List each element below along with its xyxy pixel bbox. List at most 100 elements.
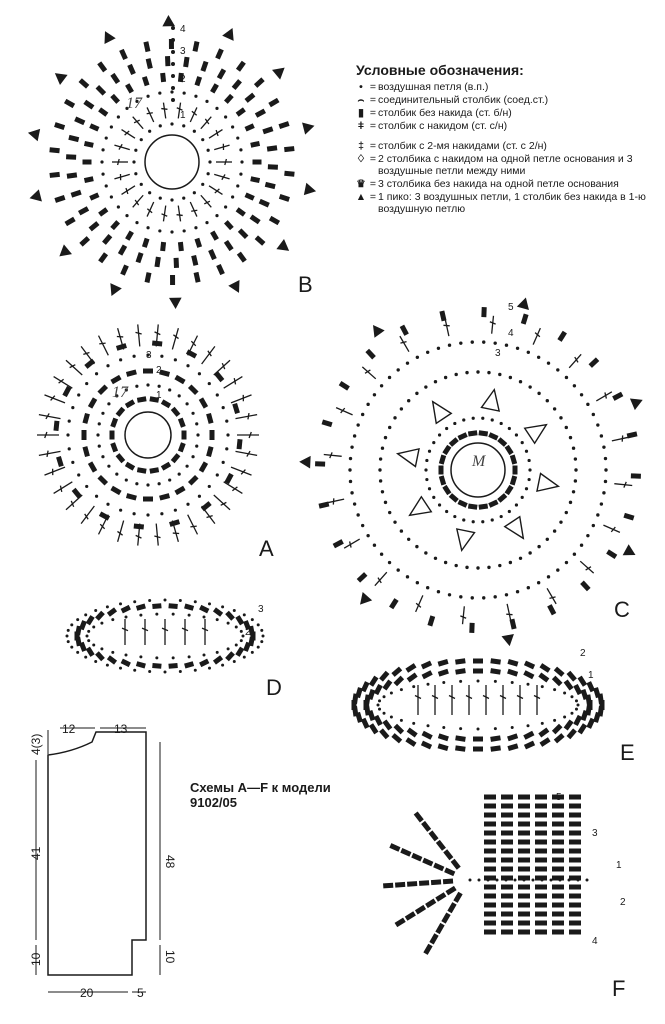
single-crochet-stitch [268,164,278,169]
chain-stitch [494,727,497,730]
chain-stitch [514,879,517,882]
chain-stitch [86,635,89,638]
dc-group-icon: ♢ [354,153,368,165]
picot-stitch [630,394,645,410]
picot-stitch [368,321,385,337]
chain-stitch [478,879,481,882]
chain-stitch [383,695,386,698]
chain-stitch [454,564,457,567]
chain-stitch [182,197,185,200]
double-crochet-stitch [38,448,61,458]
chain-stitch [119,667,122,670]
chain-stitch [85,485,88,488]
single-crochet-stitch [236,207,246,216]
chain-stitch [98,422,101,425]
double-crochet-stitch [144,106,156,123]
single-crochet-stitch [250,214,261,224]
single-crochet-stitch [569,930,581,935]
chain-stitch [472,520,475,523]
single-crochet-stitch [501,930,513,935]
single-crochet-stitch [369,723,379,734]
single-crochet-stitch [186,349,197,358]
single-crochet-stitch [414,811,424,822]
chain-stitch [565,511,568,514]
single-crochet-stitch [443,849,453,860]
single-crochet-stitch [505,485,514,495]
single-crochet-stitch [589,357,600,367]
chain-stitch [390,692,393,695]
single-crochet-stitch [319,501,330,508]
single-crochet-stitch [435,923,444,934]
chain-stitch [119,358,122,361]
chain-stitch [233,609,236,612]
single-crochet-stitch [507,743,518,751]
chain-stitch [525,450,528,453]
single-crochet-stitch [382,680,392,691]
chain-stitch [194,600,197,603]
picot-stitch [27,127,40,142]
chain-stitch [171,74,175,78]
chain-stitch [400,529,403,532]
chain-stitch [559,520,562,523]
stitch-stem [214,495,230,510]
chain-stitch [432,496,435,499]
chain-stitch [454,373,457,376]
single-crochet-stitch [284,171,294,177]
chain-stitch [243,656,246,659]
single-crochet-stitch [507,669,518,677]
single-crochet-stitch [535,795,547,800]
single-crochet-stitch [535,885,547,890]
chain-stitch [465,566,468,569]
single-crochet-stitch [407,728,418,738]
chain-stitch [424,551,427,554]
single-crochet-stitch [569,804,581,809]
chain-stitch [117,115,120,118]
single-crochet-stitch [535,858,547,863]
chain-stitch [380,384,383,387]
single-crochet-stitch [125,462,135,471]
single-crochet-stitch [215,48,224,59]
picot-stitch [162,15,175,27]
single-crochet-stitch [552,676,563,687]
dc-group-stitch [505,517,531,544]
chain-stitch [164,599,167,602]
chain-stitch [516,347,519,350]
single-crochet-stitch [468,504,478,510]
double-crochet-stitch [449,685,455,715]
chain-stitch [541,722,544,725]
single-crochet-stitch [535,930,547,935]
single-crochet-stitch [182,431,187,440]
single-crochet-stitch [184,604,194,611]
single-crochet-stitch [149,467,159,473]
single-crochet-stitch [126,493,137,500]
chain-stitch [205,100,208,103]
double-crochet-stitch [323,452,342,460]
chain-stitch [453,422,456,425]
single-crochet-stitch [535,894,547,899]
chain-stitch [77,473,80,476]
single-crochet-stitch [315,461,325,466]
pattern-bottom-2: 5 [137,986,144,1000]
legend-text: воздушная петля (в.п.) [378,81,654,93]
single-crochet-stitch [484,912,496,917]
single-crochet-stitch [98,252,108,263]
double-crochet-stitch [79,504,97,525]
legend: Условные обозначения: •= воздушная петля… [354,62,654,216]
single-crochet-stitch [118,244,127,255]
single-crochet-stitch [389,598,399,609]
chain-stitch [528,468,531,471]
single-crochet-stitch [524,741,535,750]
single-crochet-stitch [478,430,488,436]
single-crochet-stitch [569,840,581,845]
chain-stitch [155,613,158,616]
single-crochet-stitch [206,446,213,457]
stitch-stem [344,539,360,548]
single-crochet-icon: ▮ [354,107,368,119]
single-crochet-stitch [490,658,501,664]
chain-stitch [425,459,428,462]
chain-stitch [527,683,530,686]
single-crochet-stitch [152,603,161,609]
single-crochet-stitch [421,661,432,670]
single-crochet-stitch [145,272,152,283]
single-crochet-stitch [235,615,244,625]
